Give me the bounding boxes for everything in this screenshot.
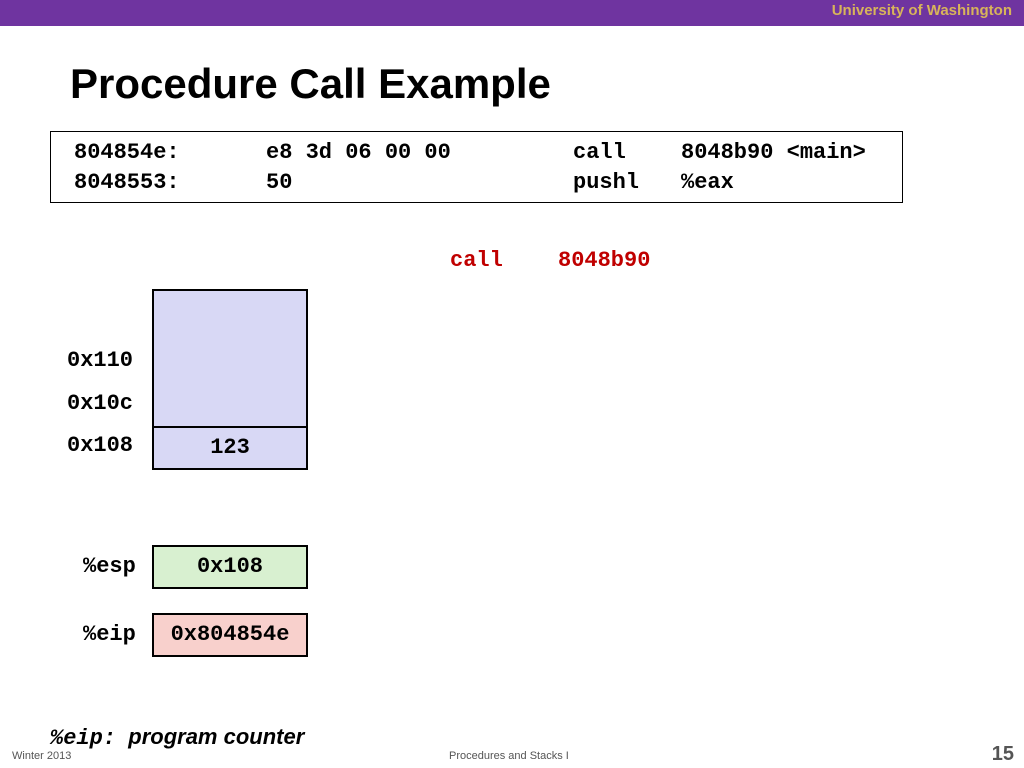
page-number: 15: [991, 743, 1014, 765]
current-instruction-arg: 8048b90: [558, 248, 651, 273]
code-listing: 804854e: e8 3d 06 00 00 call 8048b90 <ma…: [50, 131, 903, 203]
code-bytes: 50: [266, 170, 293, 195]
eip-register-label: %eip: [83, 622, 136, 647]
header-bar: University of Washington: [0, 0, 1024, 26]
esp-register-label: %esp: [83, 554, 136, 579]
code-operands: 8048b90 <main>: [681, 140, 866, 165]
stack-address-label: 0x110: [67, 348, 134, 373]
slide-title: Procedure Call Example: [70, 60, 551, 107]
code-opcode: pushl: [573, 170, 640, 195]
stack-value: 123: [210, 435, 250, 460]
note-text: program counter: [128, 724, 305, 749]
current-instruction-op: call: [450, 248, 503, 273]
esp-register-value: 0x108: [152, 545, 308, 589]
code-bytes: e8 3d 06 00 00: [266, 140, 451, 165]
university-label: University of Washington: [831, 2, 1012, 19]
code-address: 804854e:: [74, 140, 180, 165]
eip-note: %eip: program counter: [50, 724, 304, 751]
eip-register-value: 0x804854e: [152, 613, 308, 657]
stack-divider: [154, 426, 306, 428]
stack-address-label: 0x108: [67, 433, 134, 458]
stack-address-label: 0x10c: [67, 391, 134, 416]
code-opcode: call: [573, 140, 626, 165]
code-line: 804854e: e8 3d 06 00 00 call 8048b90 <ma…: [51, 140, 902, 170]
code-operands: %eax: [681, 170, 734, 195]
code-line: 8048553: 50 pushl %eax: [51, 170, 902, 200]
footer-term: Winter 2013: [12, 750, 72, 762]
note-register: %eip:: [50, 726, 117, 751]
footer-title: Procedures and Stacks I: [449, 750, 569, 762]
code-address: 8048553:: [74, 170, 180, 195]
stack-memory: 123: [152, 289, 308, 470]
